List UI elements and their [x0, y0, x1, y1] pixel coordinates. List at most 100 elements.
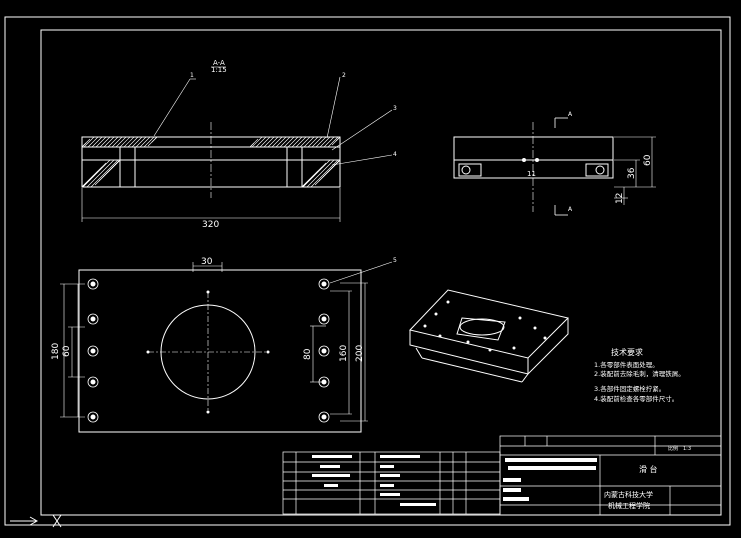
dimension-plan-right-mid: 160 [339, 345, 349, 362]
callout-4: 4 [393, 151, 397, 158]
hatch-line [335, 136, 341, 142]
hatch-line [301, 162, 327, 188]
hatch-line [87, 136, 99, 148]
hatch-line [315, 136, 327, 148]
hatch-line [139, 136, 151, 148]
dimension-plan-right-inner: 80 [303, 348, 313, 360]
callout-3: 3 [393, 105, 397, 112]
side-view: A A 11 60 36 12 [453, 111, 656, 216]
hatch-line [103, 136, 115, 148]
hatch-line [267, 136, 279, 148]
hatch-line [338, 159, 341, 162]
hatch-line [111, 136, 123, 148]
section-label-top: A-A [213, 59, 225, 67]
bolt-hole-center [321, 348, 327, 354]
notes-item-3: 3.各部件固定螺栓拧紧。 [594, 384, 665, 393]
notes-item-1: 1.各零部件表面处理。 [594, 360, 659, 369]
bolt-hole [87, 345, 99, 357]
notes-title: 技术要求 [611, 347, 643, 357]
hatch-line [90, 159, 119, 188]
hatch-line [263, 136, 275, 148]
hatch-line [118, 159, 121, 162]
hatch-line [291, 136, 303, 148]
hatch-line [115, 136, 127, 148]
hatch-line [86, 159, 115, 188]
title-block-bars [503, 458, 597, 501]
hatch-line [299, 136, 311, 148]
hatch-line [279, 136, 291, 148]
bolt-hole [87, 376, 99, 388]
hatch-line [81, 162, 107, 188]
ratio-label: 比例 [668, 445, 678, 452]
hatch-line [131, 136, 143, 148]
bolt-hole [318, 345, 330, 357]
parts-list-bars [312, 455, 436, 506]
bolt-hole [318, 313, 330, 325]
notes-item-4: 4.装配前检查各零部件尺寸。 [594, 394, 678, 403]
hatch-line [123, 136, 135, 148]
ratio-value: 1:3 [683, 446, 691, 452]
hatch-line [259, 136, 271, 148]
plan-view: 30 180 60 80 160 200 [51, 257, 397, 433]
hatch-line [327, 136, 339, 148]
part-name: 滑 台 [639, 464, 658, 474]
hatch-line [81, 138, 91, 148]
hatch-line [275, 136, 287, 148]
hatch-line [249, 138, 259, 148]
bolt-hole-center [90, 281, 96, 287]
callout-2: 2 [342, 72, 346, 79]
hatch-line [91, 136, 103, 148]
section-label-bottom: 1:15 [211, 66, 227, 74]
hatch-line [283, 136, 295, 148]
hatch-line [287, 136, 299, 148]
bolt-hole-center [321, 281, 327, 287]
callout-5: 5 [393, 257, 397, 264]
hatch-line [143, 136, 155, 148]
bolt-hole [318, 278, 330, 290]
title-block [499, 435, 722, 516]
hatch-line [95, 136, 107, 148]
drawing-frame [4, 16, 731, 526]
dimension-side-small: 12 [615, 193, 625, 204]
ucs-icon [10, 514, 62, 528]
bolt-hole [318, 411, 330, 423]
bolt-hole-center [90, 316, 96, 322]
hatch-line [82, 159, 111, 188]
hatch-line [119, 136, 131, 148]
isometric-view [409, 289, 569, 383]
view-marker-a-bottom: A [568, 206, 573, 213]
hatch-line [319, 136, 331, 148]
hatch-line [310, 159, 339, 188]
dimension-plan-left-outer: 180 [51, 343, 61, 360]
hatch-line [302, 159, 331, 188]
bolt-hole-center [90, 379, 96, 385]
bolt-hole [87, 411, 99, 423]
callout-1: 1 [190, 72, 194, 79]
technical-notes: 技术要求 1.各零部件表面处理。 2.装配前去除毛刺，清理铁屑。 3.各部件固定… [594, 347, 685, 403]
parts-list [282, 451, 501, 515]
bolt-hole-center [321, 316, 327, 322]
hatch-line [255, 136, 267, 148]
front-section-view: A-A 1:15 320 1 [81, 59, 397, 230]
dimension-plan-right-outer: 200 [355, 345, 365, 362]
hatch-line [135, 136, 147, 148]
hatch-line [83, 136, 95, 148]
bolt-hole-center [90, 348, 96, 354]
bolt-hole-center [321, 414, 327, 420]
dimension-side-mid: 36 [627, 167, 637, 179]
school-line-2: 机械工程学院 [608, 501, 650, 510]
bolt-hole-center [90, 414, 96, 420]
hatch-line [99, 136, 111, 148]
bolt-hole [87, 278, 99, 290]
school-line-1: 内蒙古科技大学 [604, 490, 653, 499]
hatch-line [295, 136, 307, 148]
dimension-front-width: 320 [202, 220, 219, 230]
hatch-line [323, 136, 335, 148]
hatch-line [127, 136, 139, 148]
hatch-line [271, 136, 283, 148]
bolt-hole [87, 313, 99, 325]
hatch-line [306, 159, 335, 188]
dimension-side-center: 11 [527, 170, 536, 178]
hatch-line [107, 136, 119, 148]
